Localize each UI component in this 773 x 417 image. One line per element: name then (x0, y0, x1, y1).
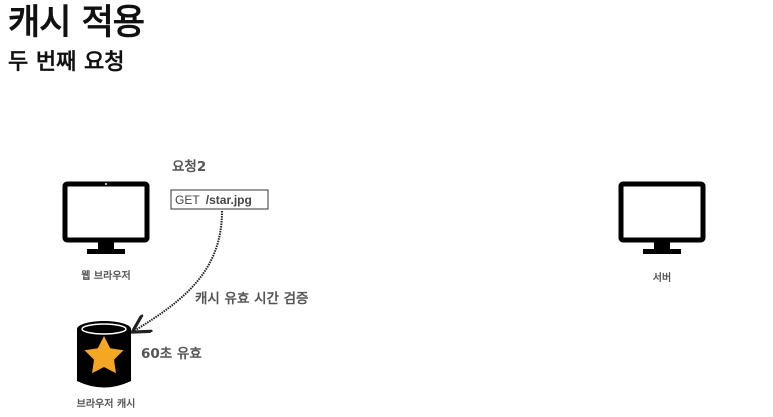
request-path: /star.jpg (206, 193, 252, 207)
server-label: 서버 (653, 271, 671, 284)
browser-cache-icon (77, 321, 131, 388)
arrow-label: 캐시 유효 시간 검증 (195, 290, 308, 307)
validation-arrow (134, 210, 223, 331)
client-label: 웹 브라우저 (81, 269, 130, 282)
cache-label: 브라우저 캐시 (77, 397, 136, 410)
request-box: GET /star.jpg (170, 189, 269, 210)
server-monitor-icon (618, 181, 706, 254)
star-icon (84, 336, 124, 374)
cache-validity: 60초 유효 (141, 346, 202, 362)
request-method: GET (175, 193, 200, 207)
request-name: 요청2 (172, 159, 206, 175)
page-title: 캐시 적용 (8, 3, 145, 43)
page-subtitle: 두 번째 요청 (8, 50, 125, 75)
client-monitor-icon (62, 181, 150, 254)
svg-text:GET /star.jpg: GET /star.jpg (175, 193, 252, 207)
